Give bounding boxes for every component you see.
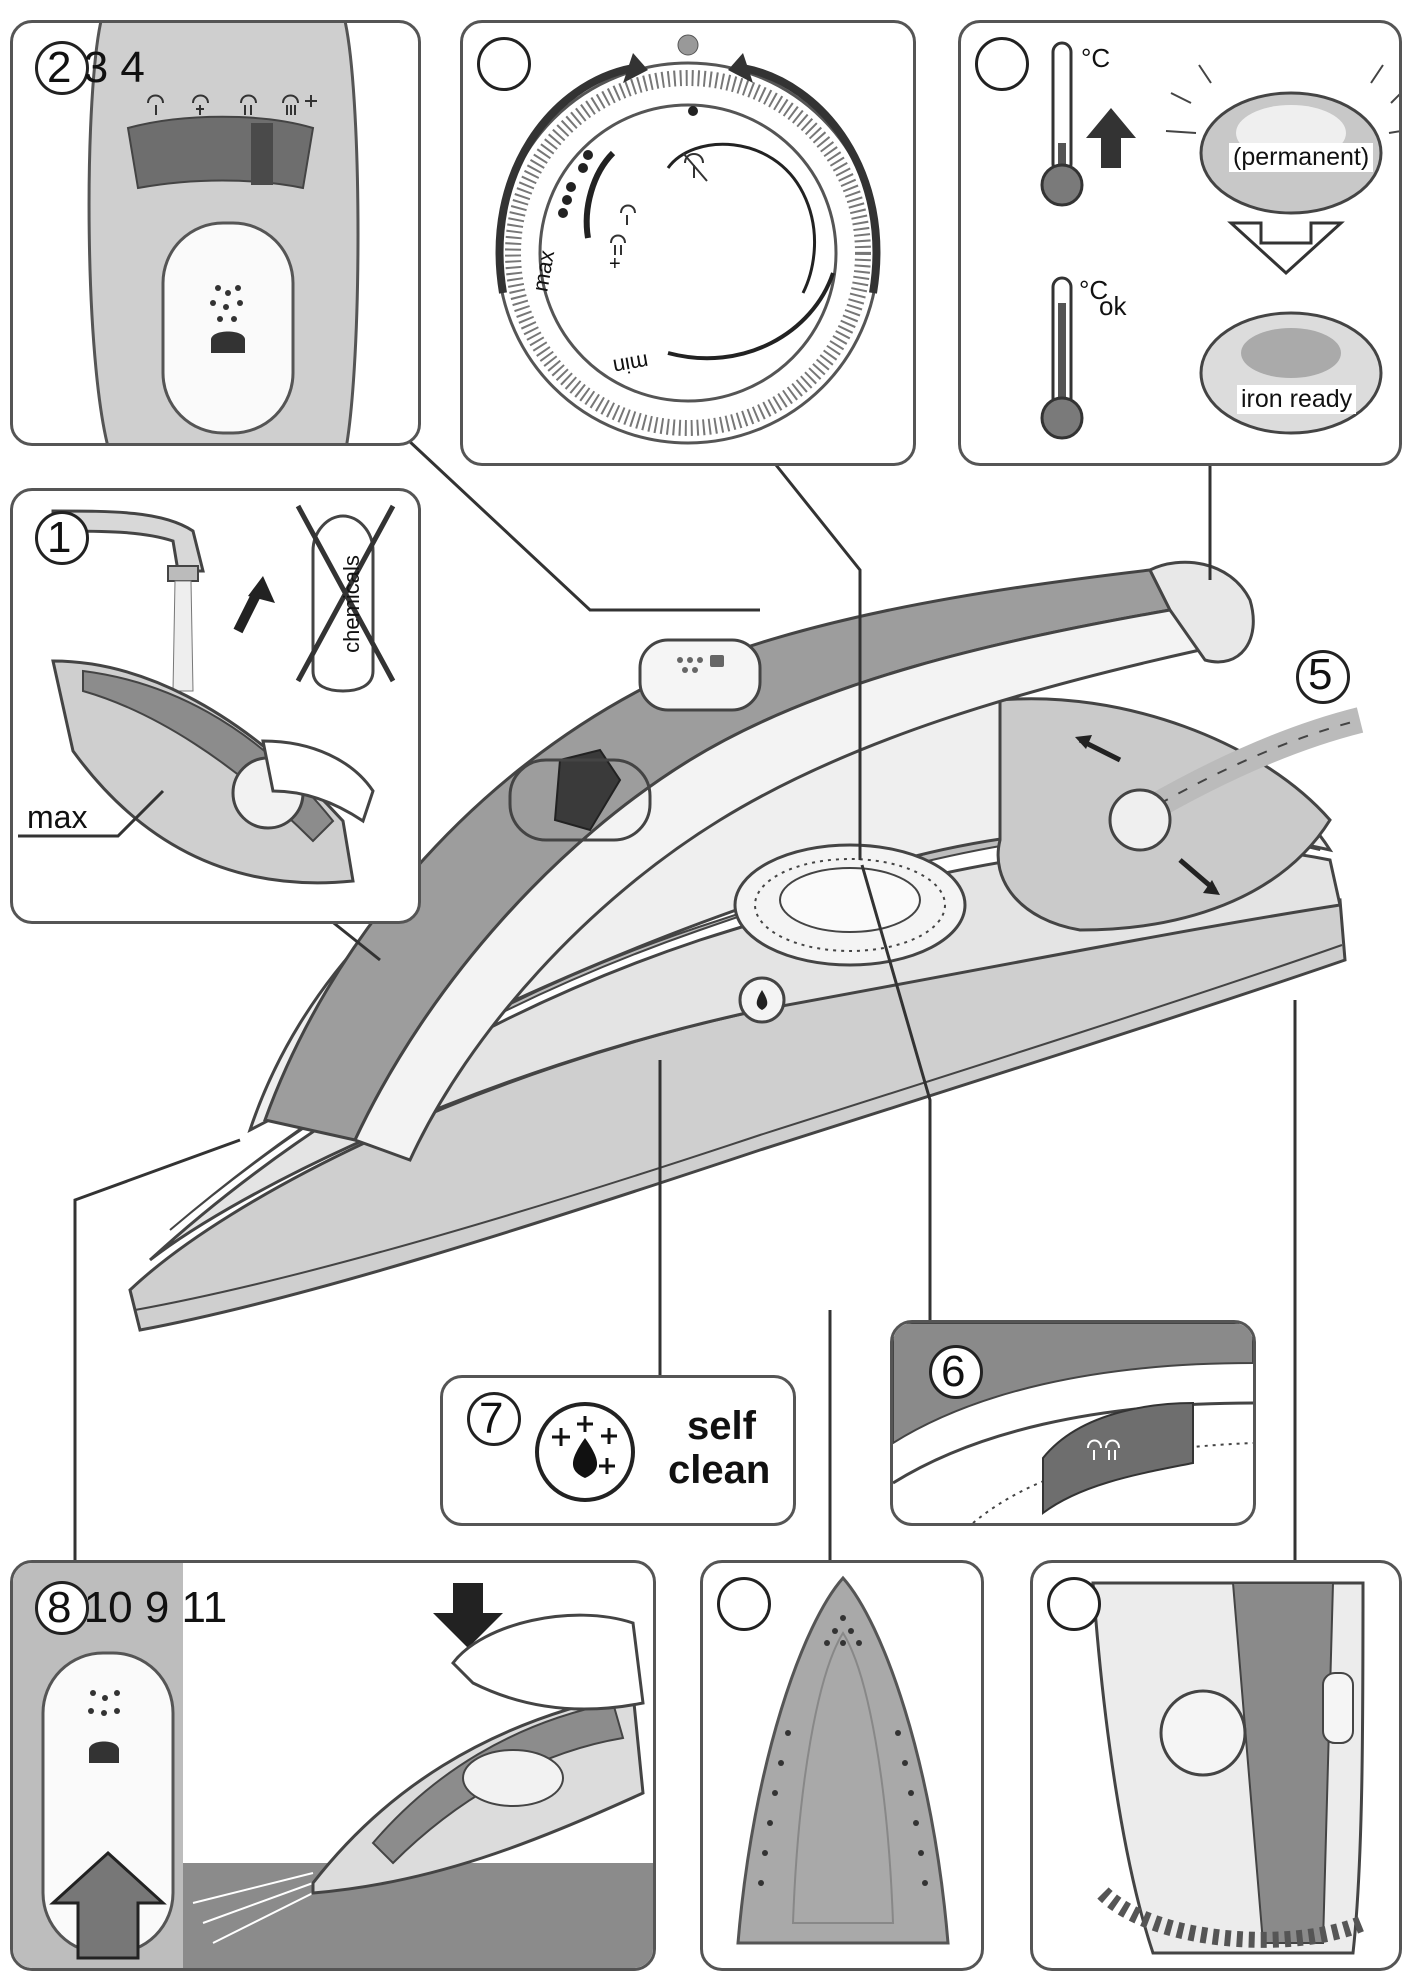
panel-temperature-dial: max + min (460, 20, 916, 466)
temp-unit-bottom: °C (1079, 275, 1109, 305)
panel-steam-settings: 2 3 4 (10, 20, 421, 446)
step-number-soleplate (717, 1577, 771, 1631)
press-arrow-down (433, 1583, 503, 1648)
panel-shot-of-steam: 6 (890, 1320, 1256, 1526)
spray-button[interactable] (638, 638, 762, 712)
dial-dots (558, 150, 593, 218)
step-number-6 (929, 1345, 983, 1399)
wound-cord (1097, 1887, 1367, 1948)
spray-icon-detail (88, 1690, 120, 1763)
panel-self-clean: 7 self clean (440, 1375, 796, 1526)
max-fill-label: max (27, 799, 88, 835)
water-stream (172, 580, 194, 692)
step-number-8 (35, 1581, 89, 1635)
panel-spray-ironing: 8 10 9 11 (10, 1560, 656, 1971)
spray-button-dots (677, 655, 724, 673)
press-arrow-up (49, 1850, 167, 1960)
step-number-7 (467, 1392, 521, 1446)
thermometer-icon (1040, 41, 1084, 207)
dial-steam-icons (610, 204, 636, 255)
panel-fill-water: 1 max chemicals (10, 488, 421, 924)
temp-unit-top: °C (1081, 43, 1111, 73)
chemicals-bottle-crossed (295, 504, 396, 693)
steam-spray-icon (210, 285, 245, 353)
panel-storage (1030, 1560, 1402, 1971)
chemicals-label: chemicals (338, 555, 364, 653)
dial-arrow-left (495, 64, 634, 294)
arrow-down (1227, 221, 1345, 276)
light-permanent-label: (permanent) (1229, 143, 1374, 172)
self-clean-line1: self (687, 1404, 756, 1448)
step-number-dial (477, 37, 531, 91)
thermometer-icon-ok (1040, 276, 1084, 440)
self-clean-line2: clean (668, 1448, 771, 1492)
panel-temperature-ready: °C °C ok (permanent) iron ready (958, 20, 1402, 466)
leader-lines (73, 438, 1297, 1565)
soleplate-shape (736, 1575, 950, 1945)
panel-8-label: 8 10 9 11 (47, 1583, 228, 1632)
dial-marker (677, 34, 699, 56)
steam-off-icon (682, 152, 708, 182)
dial-scale-arc (667, 272, 835, 361)
panel-234-label: 2 3 4 (47, 43, 145, 92)
steam-level-icons (147, 94, 317, 115)
step-5-label: 5 (1308, 650, 1333, 699)
temp-ok-label: ok (1099, 291, 1127, 321)
step-number-temp (975, 37, 1029, 91)
iron-ready-label: iron ready (1237, 385, 1357, 414)
dial-ticks (505, 70, 871, 436)
step-6-label: 6 (941, 1347, 966, 1396)
step-7-label: 7 (479, 1394, 504, 1443)
steam-scale-strip (126, 115, 315, 190)
step-number-storage (1047, 1577, 1101, 1631)
hand-pressing (451, 1613, 645, 1711)
drop-sparkle-icon (535, 1402, 635, 1502)
step-1-label: 1 (47, 513, 72, 562)
steam-switch[interactable] (553, 748, 622, 832)
shot-of-steam-icon (1042, 1401, 1194, 1515)
step-number-5 (1296, 650, 1350, 704)
spray-button-closeup (161, 221, 295, 435)
steam-holes (758, 1615, 928, 1886)
dial-plus-label: + (609, 253, 621, 275)
step-number-1 (35, 511, 89, 565)
hand (261, 739, 375, 824)
arrow-up-icon (1086, 108, 1136, 168)
panel-soleplate (700, 1560, 984, 1971)
dial-arrow-right (742, 64, 881, 294)
step-number-2 (35, 41, 89, 95)
